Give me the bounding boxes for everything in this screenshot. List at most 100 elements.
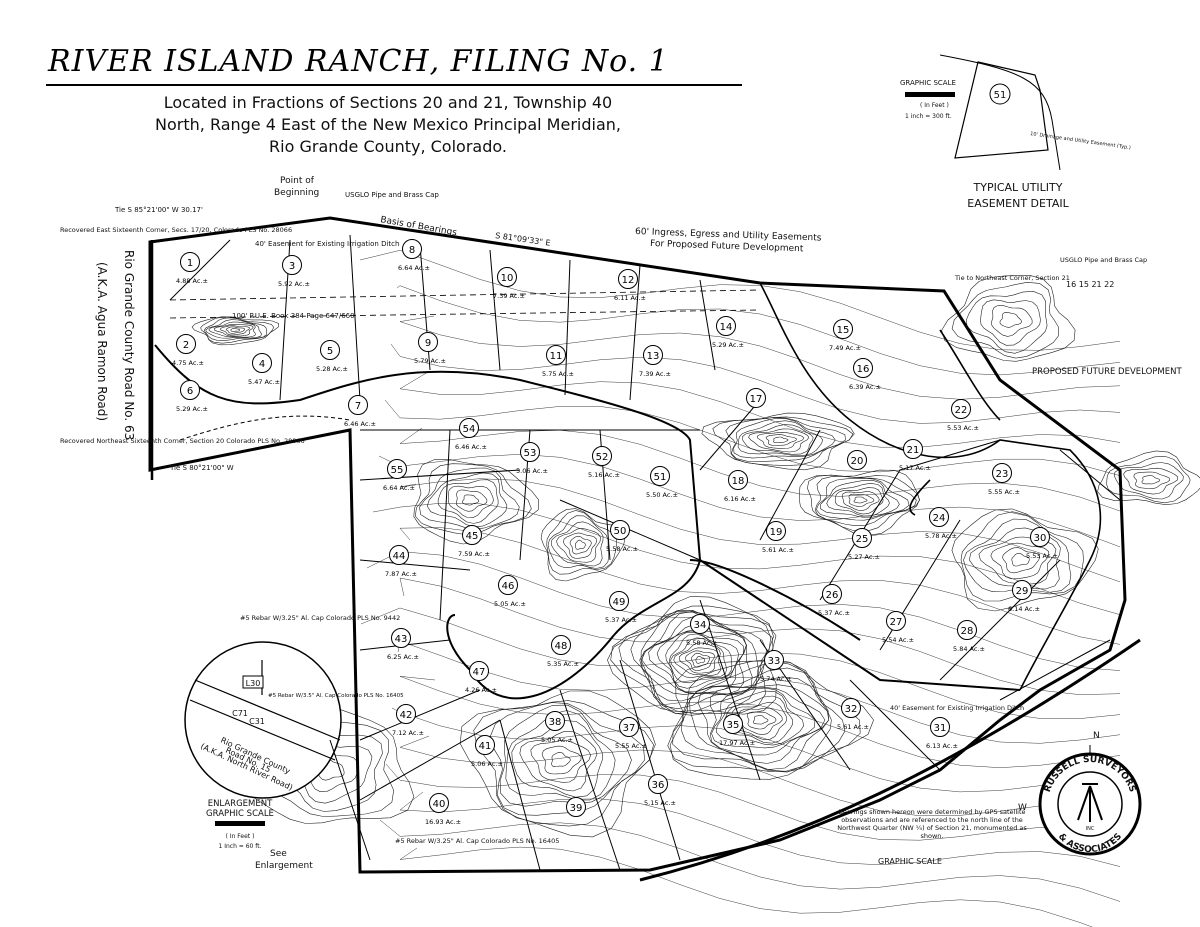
enlargement-rebar-label: #5 Rebar W/3.5" Al. Cap Colorado PLS No.… [268, 693, 404, 699]
lot-34[interactable]: 345.58 Ac.± [686, 614, 718, 648]
lot-line [499, 719, 541, 871]
lot-47[interactable]: 474.26 Ac.± [465, 661, 497, 695]
lot-33[interactable]: 335.74 Ac.± [760, 650, 792, 684]
lot-38[interactable]: 38 5.05 Ac.± [541, 711, 573, 745]
contour-line [419, 467, 520, 530]
lot-50[interactable]: 505.58 Ac.± [606, 520, 638, 554]
lot-44[interactable]: 447.87 Ac.± [385, 545, 417, 579]
lot-49[interactable]: 495.37 Ac.± [605, 591, 637, 625]
lot-number: 25 [856, 534, 869, 545]
lot-41[interactable]: 415.06 Ac.± [471, 735, 503, 769]
lot-acreage: 6.46 Ac.± [455, 443, 487, 451]
lot-5[interactable]: 55.28 Ac.± [316, 340, 348, 374]
lot-21[interactable]: 215.17 Ac.± [899, 439, 931, 473]
lot-line [939, 559, 1061, 681]
contour-line [360, 607, 1121, 719]
lot-8[interactable]: 86.64 Ac.± [398, 239, 430, 273]
lot-18[interactable]: 186.16 Ac.± [724, 470, 756, 504]
lot-32[interactable]: 325.61 Ac.± [837, 698, 869, 732]
lot-17[interactable]: 17 [746, 388, 766, 408]
lot-29[interactable]: 296.14 Ac.± [1008, 580, 1040, 614]
lot-number: 38 [549, 717, 562, 728]
lot-13[interactable]: 137.39 Ac.± [639, 345, 671, 379]
internal-road [154, 344, 1021, 700]
usglo-pipe-right-label: USGLO Pipe and Brass Cap [1060, 256, 1147, 264]
lot-circle [609, 591, 629, 611]
contour-line [372, 503, 1121, 615]
contour-line [695, 655, 705, 664]
lot-23[interactable]: 235.55 Ac.± [988, 463, 1020, 497]
lot-15[interactable]: 157.49 Ac.± [829, 319, 861, 353]
lot-9[interactable]: 95.79 Ac.± [414, 332, 446, 366]
lot-28[interactable]: 285.84 Ac.± [953, 620, 985, 654]
contour-line [630, 610, 774, 714]
lot-43[interactable]: 436.25 Ac.± [387, 628, 419, 662]
lot-acreage: 5.05 Ac.± [541, 736, 573, 744]
lot-12[interactable]: 126.11 Ac.± [614, 269, 646, 303]
contour-line [378, 454, 1121, 548]
detail-lot-number: 51 [994, 90, 1007, 101]
lot-22[interactable]: 225.53 Ac.± [947, 399, 979, 433]
lot-19[interactable]: 195.61 Ac.± [762, 521, 794, 555]
map-title: RIVER ISLAND RANCH, FILING No. 1 [48, 44, 669, 79]
lot-4[interactable]: 45.47 Ac.± [248, 353, 280, 387]
lot-25[interactable]: 25 5.27 Ac.± [848, 528, 880, 562]
lot-46[interactable]: 465.05 Ac.± [494, 575, 526, 609]
lot-54[interactable]: 546.46 Ac.± [455, 418, 487, 452]
lot-acreage: 5.54 Ac.± [882, 636, 914, 644]
contour-line [748, 428, 810, 453]
lot-48[interactable]: 485.35 Ac.± [547, 635, 579, 669]
contour-line [556, 528, 601, 563]
enlargement-scale-ratio: 1 Inch = 60 ft. [218, 843, 261, 850]
lot-24[interactable]: 245.78 Ac.± [925, 507, 957, 541]
lot-16[interactable]: 166.39 Ac.± [849, 358, 881, 392]
lot-11[interactable]: 115.75 Ac.± [542, 345, 574, 379]
lot-3[interactable]: 35.92 Ac.± [278, 255, 310, 289]
lot-26[interactable]: 265.37 Ac.± [818, 584, 850, 618]
lot-circle [746, 388, 766, 408]
lot-number: 31 [934, 723, 947, 734]
contour-line [456, 489, 488, 512]
lot-acreage: 5.06 Ac.± [516, 467, 548, 475]
lot-circle [1012, 580, 1032, 600]
lot-45[interactable]: 457.59 Ac.± [458, 525, 490, 559]
lot-37[interactable]: 375.55 Ac.± [615, 717, 647, 751]
lot-36[interactable]: 365.15 Ac.± [644, 774, 676, 808]
contour-line [826, 482, 890, 517]
lot-2[interactable]: 24.75 Ac.± [172, 334, 204, 368]
contour-line [640, 609, 767, 710]
lot-acreage: 6.25 Ac.± [387, 653, 419, 661]
lot-52[interactable]: 525.16 Ac.± [588, 446, 620, 480]
contour-line [965, 290, 1048, 354]
contour-line [399, 315, 1121, 400]
lot-7[interactable]: 76.46 Ac.± [344, 395, 376, 429]
lot-39[interactable]: 39 [566, 797, 586, 817]
lot-20[interactable]: 20 [847, 450, 867, 470]
lot-acreage: 5.27 Ac.± [848, 553, 880, 561]
contour-line [684, 650, 715, 671]
lot-6[interactable]: 65.29 Ac.± [176, 380, 208, 414]
lot-acreage: 5.55 Ac.± [988, 488, 1020, 496]
lot-acreage: 7.49 Ac.± [829, 344, 861, 352]
contour-line [562, 532, 597, 559]
lot-53[interactable]: 535.06 Ac.± [516, 442, 548, 476]
contour-line [505, 710, 616, 801]
lot-14[interactable]: 145.29 Ac.± [712, 316, 744, 350]
lot-51[interactable]: 515.50 Ac.± [646, 466, 678, 500]
lot-circle [429, 793, 449, 813]
map-subtitle: Located in Fractions of Sections 20 and … [118, 92, 658, 158]
lot-27[interactable]: 275.54 Ac.± [882, 611, 914, 645]
lot-31[interactable]: 316.13 Ac.± [926, 717, 958, 751]
lot-55[interactable]: 556.64 Ac.± [383, 459, 415, 493]
lot-acreage: 5.37 Ac.± [818, 609, 850, 617]
lot-1[interactable]: 14.88 Ac.± [176, 252, 208, 286]
contour-line [697, 684, 830, 764]
enlargement-road [189, 679, 341, 761]
lot-30[interactable]: 305.53 Ac.± [1026, 527, 1058, 561]
lot-10[interactable]: 107.39 Ac.± [493, 267, 525, 301]
detail-note: 10' Drainage and Utility Easement (Typ.) [1030, 131, 1131, 151]
lot-line [169, 239, 231, 301]
lot-42[interactable]: 427.12 Ac.± [392, 704, 424, 738]
